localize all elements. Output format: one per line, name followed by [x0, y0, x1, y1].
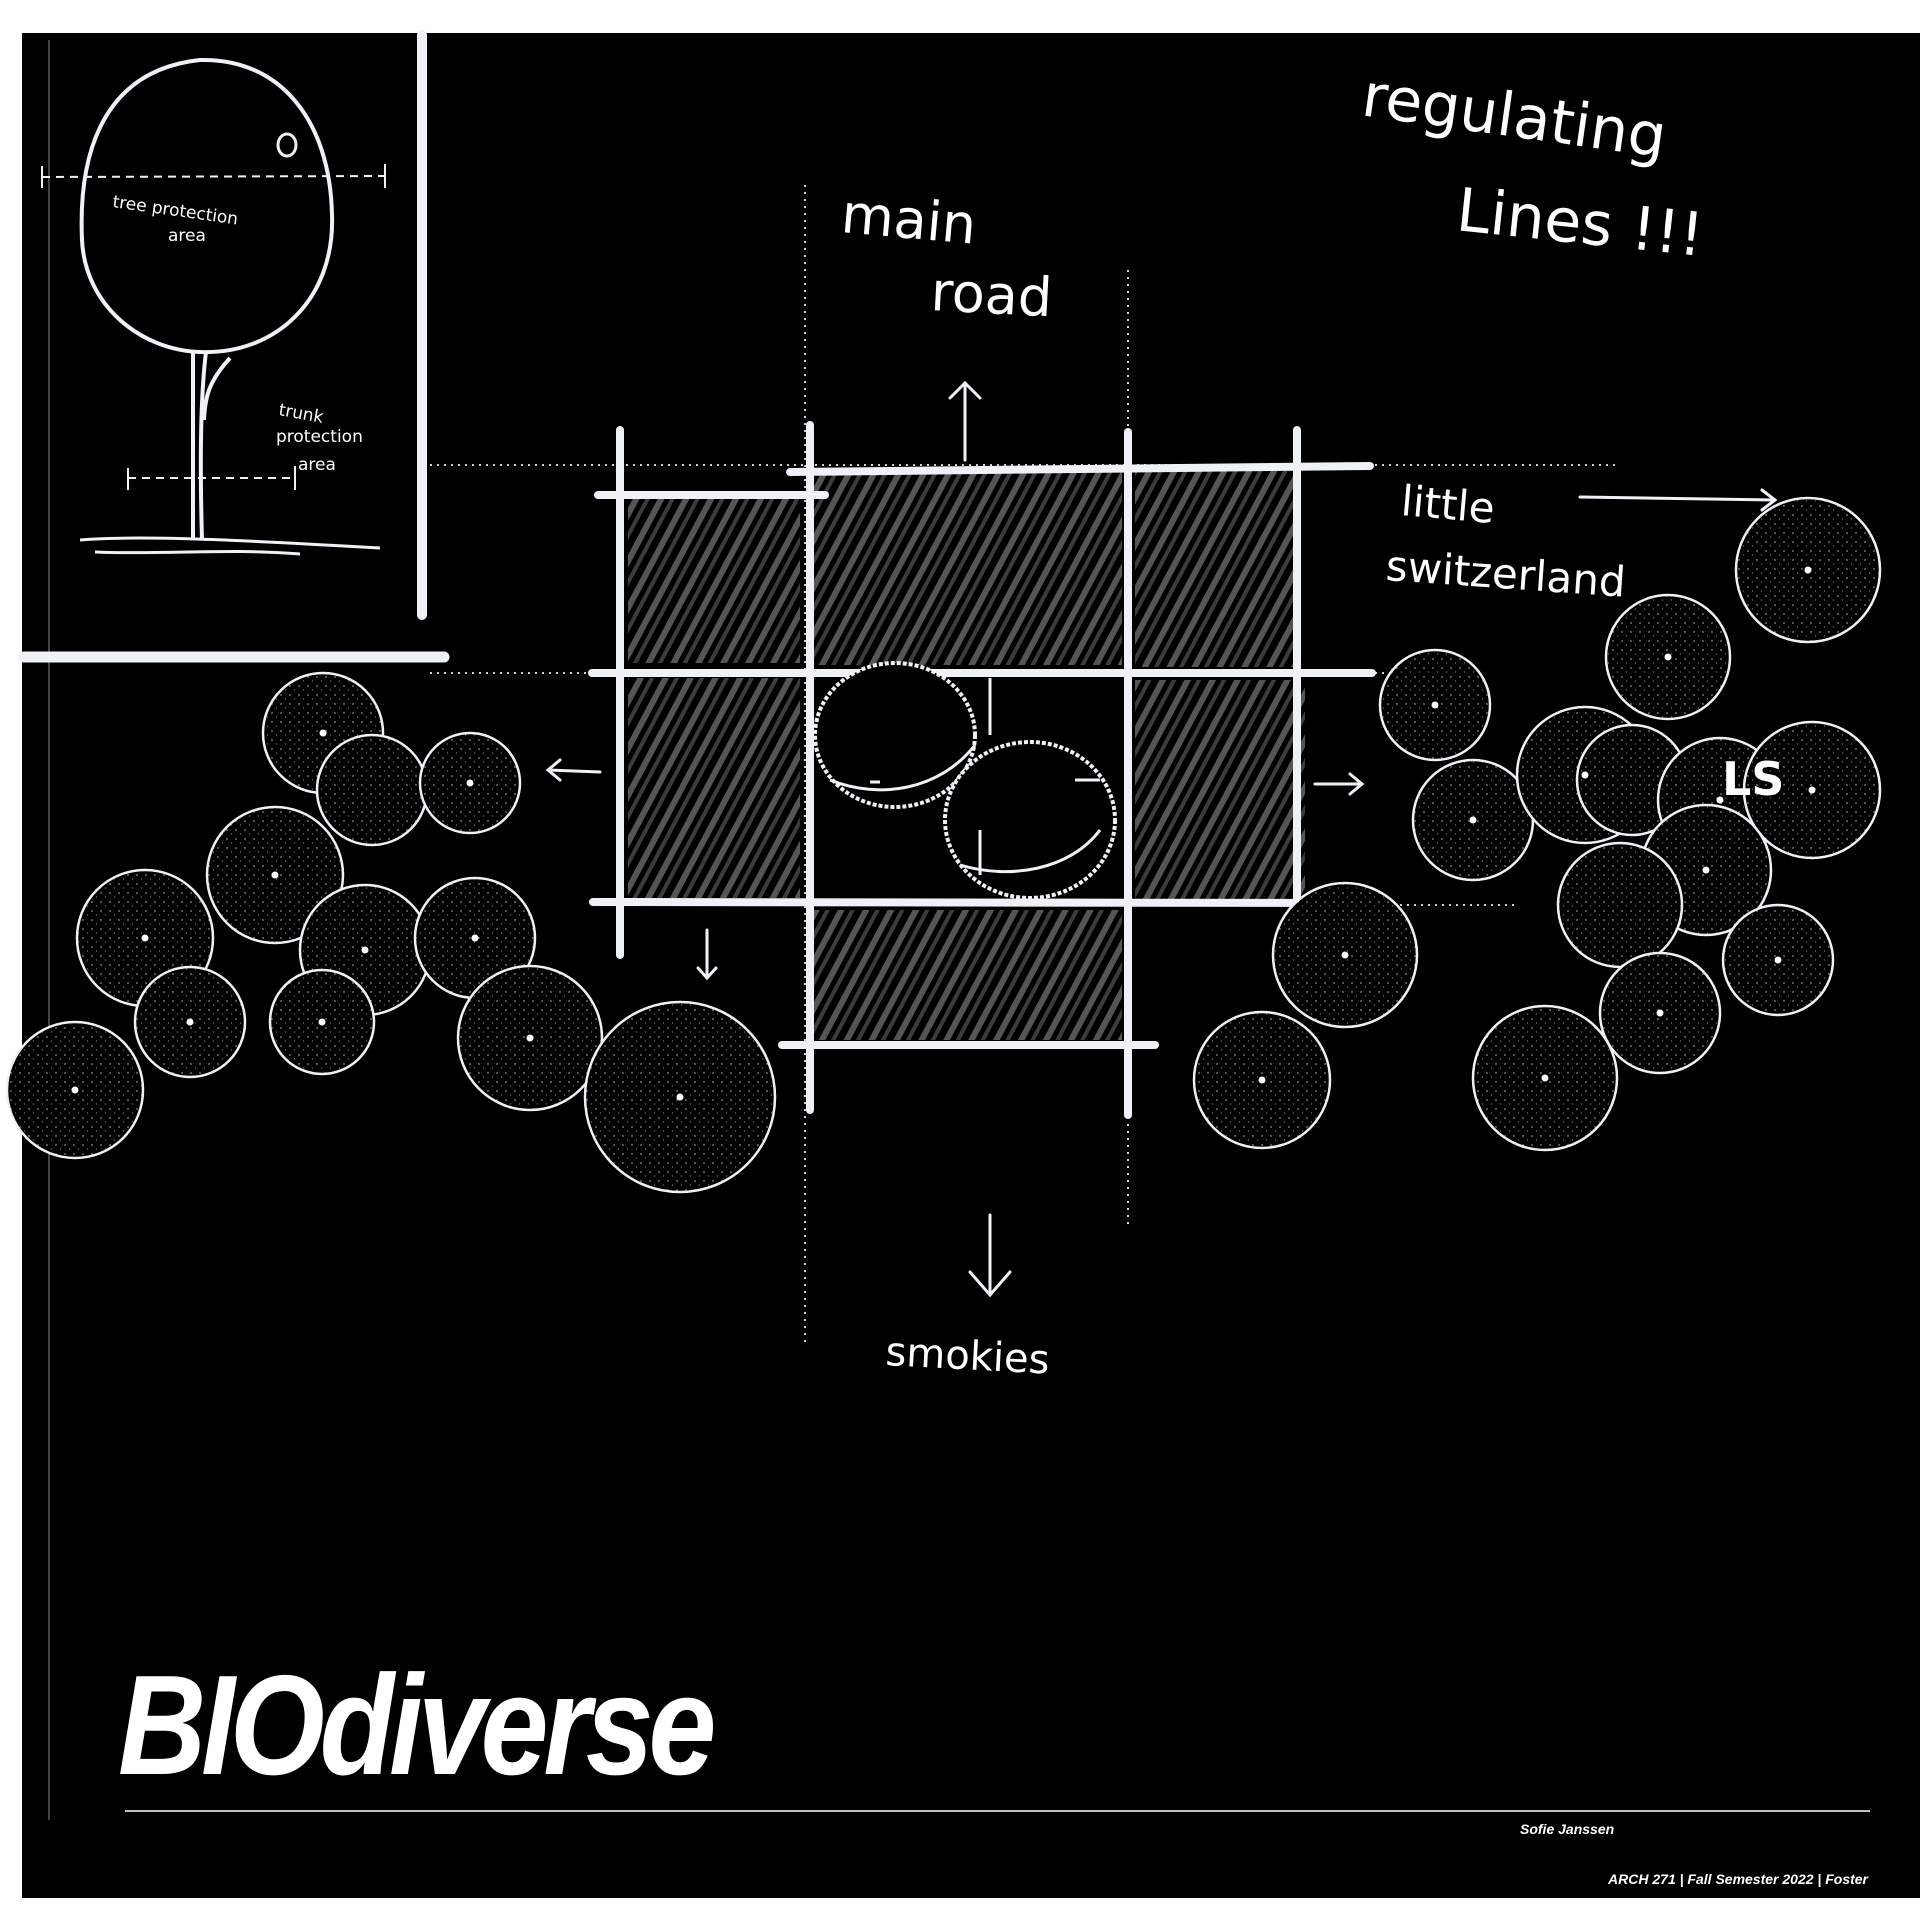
tree-protection-label: tree protection [111, 192, 239, 229]
canopy-centers [71, 566, 1816, 1101]
direction-arrows [545, 380, 1778, 1298]
switzerland-label: switzerland [1384, 541, 1627, 607]
ls-label: LS [1722, 752, 1784, 806]
lines-label: Lines !!! [1453, 175, 1706, 270]
smokies-label: smokies [884, 1329, 1050, 1384]
road-label: road [929, 260, 1054, 329]
author-name: Sofie Janssen [1520, 1821, 1615, 1837]
course-info: ARCH 271 | Fall Semester 2022 | Foster [1608, 1871, 1868, 1887]
trunk-label: trunk [277, 400, 325, 428]
main-label: main [839, 182, 979, 257]
tree-area-label: area [168, 226, 206, 246]
site-grid [588, 421, 1376, 1119]
little-label: little [1399, 476, 1497, 533]
poster-title: BIOdiverse [118, 1646, 716, 1805]
center-trees [813, 661, 1117, 900]
regulating-label: regulating [1358, 61, 1671, 173]
left-margin-line [48, 40, 50, 1820]
title-rule [125, 1810, 1870, 1812]
hatched-blocks [628, 467, 1305, 1040]
trunk-area-label: area [298, 455, 336, 475]
tree-diagram [18, 30, 450, 663]
trunk-protection-label: protection [276, 427, 363, 447]
